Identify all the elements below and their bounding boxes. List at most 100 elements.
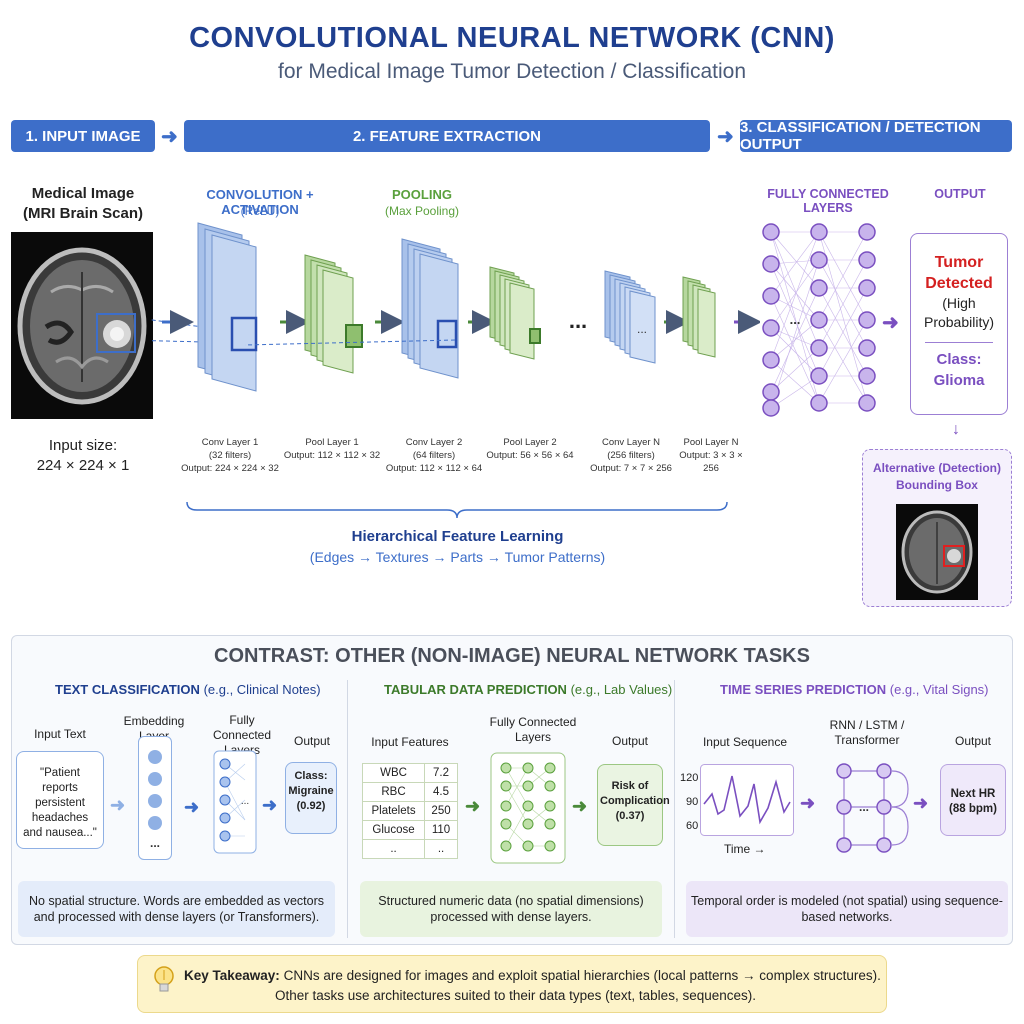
takeaway-line2: Other tasks use architectures suited to …	[275, 988, 756, 1003]
tabular-title-main: TABULAR DATA PREDICTION	[384, 682, 567, 697]
tabular-output-label: Output	[611, 734, 649, 748]
arrow-right-icon: ➜	[262, 795, 278, 815]
arrow-right-icon: ➜	[161, 126, 178, 148]
timeseries-example: (e.g., Vital Signs)	[889, 682, 989, 697]
table-row: ....	[361, 839, 458, 859]
alt-line2: Bounding Box	[896, 478, 978, 492]
tumor-detected-label: Tumor Detected	[911, 252, 1007, 294]
arrow-right-icon: ➜	[572, 796, 588, 816]
output-box: Tumor Detected (High Probability) Class:…	[910, 233, 1008, 415]
stage-output-bar: 3. CLASSIFICATION / DETECTION OUTPUT	[740, 119, 1012, 153]
alt-line1: Alternative (Detection)	[872, 461, 1002, 475]
page-title: CONVOLUTIONAL NEURAL NETWORK (CNN)	[189, 22, 835, 54]
class-line2: Glioma	[933, 372, 985, 389]
timeseries-note: Temporal order is modeled (not spatial) …	[686, 881, 1008, 937]
conv-sub: (ReLU)	[240, 204, 280, 218]
table-cell: Platelets	[361, 801, 426, 821]
output-divider	[925, 342, 993, 343]
conv-title: CONVOLUTION + ACTIVATION	[206, 187, 314, 217]
conv2-caption: Conv Layer 2 (64 filters) Output: 112 × …	[382, 436, 486, 475]
convn-caption: Conv Layer N (256 filters) Output: 7 × 7…	[585, 436, 677, 475]
rnn-label: RNN / LSTM / Transformer	[829, 718, 905, 747]
stage-feature-bar: 2. FEATURE EXTRACTION	[184, 120, 710, 152]
arrow-right-icon: ➜	[800, 793, 816, 813]
svg-text:...: ...	[884, 312, 895, 327]
conv1-filters: (32 filters)	[208, 450, 252, 461]
arrow-right-icon: ➜	[913, 793, 929, 813]
probability-label: (High Probability)	[911, 294, 1007, 332]
alt-detection-box: Alternative (Detection) Bounding Box	[862, 449, 1012, 607]
conv2-filters: (64 filters)	[412, 450, 456, 461]
fc-network-diagram: ... ...	[762, 223, 895, 417]
output-title: OUTPUT	[934, 187, 986, 201]
tabular-input-label: Input Features	[371, 735, 449, 749]
arrow-right-icon: ➜	[184, 797, 200, 817]
text-output-label: Output	[293, 734, 331, 748]
takeaway-label: Key Takeaway:	[184, 968, 280, 983]
mri-scan-image	[11, 232, 153, 419]
timeseries-title: TIME SERIES PREDICTION (e.g., Vital Sign…	[720, 682, 989, 697]
section-divider	[347, 680, 348, 938]
text-class-title: TEXT CLASSIFICATION (e.g., Clinical Note…	[55, 682, 321, 697]
y-tick: 90	[686, 796, 699, 808]
pool2-caption: Pool Layer 2 Output: 56 × 56 × 64	[482, 436, 578, 462]
pool1-caption: Pool Layer 1 Output: 112 × 112 × 32	[282, 436, 382, 462]
section-divider	[674, 680, 675, 938]
table-cell: ..	[424, 839, 458, 859]
page-subtitle: for Medical Image Tumor Detection / Clas…	[277, 60, 747, 83]
svg-text:...: ...	[637, 322, 647, 336]
conv-layer-2-maps	[401, 238, 459, 379]
table-cell: ..	[361, 839, 426, 859]
embedding-layer: ...	[138, 736, 172, 860]
table-cell: Glucose	[361, 820, 426, 840]
text-class-example: (e.g., Clinical Notes)	[203, 682, 321, 697]
arrow-right-icon: ➜	[882, 312, 899, 334]
pooln-caption: Pool Layer N Output: 3 × 3 × 256	[672, 436, 750, 475]
hierarchy-title: Hierarchical Feature Learning	[351, 528, 564, 545]
takeaway-line1-text: CNNs are designed for images and exploit…	[283, 968, 881, 983]
time-axis-label: Time →	[724, 842, 766, 856]
timeseries-title-main: TIME SERIES PREDICTION	[720, 682, 887, 697]
conv1-name: Conv Layer 1	[201, 437, 259, 448]
conv-layer-n-maps: ...	[604, 270, 656, 364]
layer-ellipsis: ...	[569, 308, 587, 333]
convn-filters: (256 filters)	[607, 450, 655, 461]
arrow-down-icon: ↓	[952, 421, 960, 438]
input-size-line1: Input size:	[48, 437, 118, 454]
arrow-right-icon: ➜	[110, 795, 126, 815]
tabular-fc-label: Fully Connected Layers	[489, 715, 577, 744]
conv1-caption: Conv Layer 1 (32 filters) Output: 224 × …	[180, 436, 280, 475]
text-fc-network: ...	[213, 750, 257, 854]
pool2-name: Pool Layer 2	[503, 437, 557, 448]
conv2-name: Conv Layer 2	[405, 437, 463, 448]
convn-output: Output: 7 × 7 × 256	[590, 463, 672, 474]
tabular-example: (e.g., Lab Values)	[570, 682, 673, 697]
table-cell: RBC	[361, 782, 426, 802]
pool-layer-n-maps	[682, 276, 716, 358]
input-label-line1: Medical Image	[31, 185, 135, 202]
table-cell: 4.5	[424, 782, 458, 802]
result-line2: Detected	[925, 275, 993, 292]
pool-title: POOLING	[392, 187, 452, 202]
tabular-note: Structured numeric data (no spatial dime…	[360, 881, 662, 937]
svg-text:...: ...	[790, 312, 801, 327]
class-label: Class: Glioma	[911, 349, 1007, 391]
input-label-line2: (MRI Brain Scan)	[22, 205, 143, 222]
arrow-right-icon: ➜	[465, 796, 481, 816]
conv2-output: Output: 112 × 112 × 64	[385, 463, 483, 474]
table-cell: 7.2	[424, 763, 458, 783]
y-tick: 120	[680, 772, 699, 784]
text-class-title-main: TEXT CLASSIFICATION	[55, 682, 200, 697]
timeseries-input-label: Input Sequence	[702, 735, 788, 749]
table-cell: WBC	[361, 763, 426, 783]
pool-layer-2-maps	[489, 266, 541, 360]
class-line1: Class:	[936, 351, 982, 368]
pool1-output: Output: 112 × 112 × 32	[283, 450, 381, 461]
conv-layer-1-maps	[197, 222, 258, 392]
alt-detection-label: Alternative (Detection) Bounding Box	[863, 460, 1011, 494]
